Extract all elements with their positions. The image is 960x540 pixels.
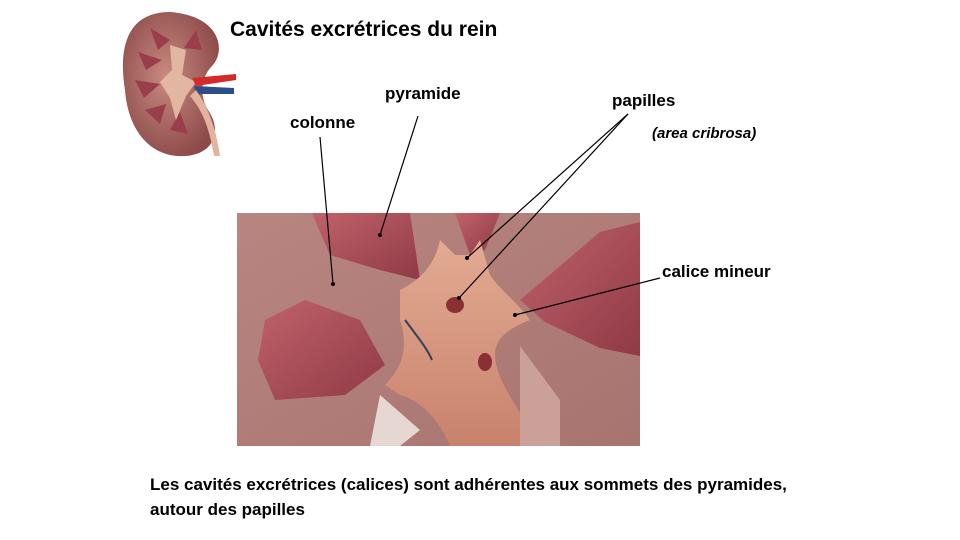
pointer-calice [514, 277, 661, 316]
label-pyramide: pyramide [385, 84, 461, 103]
label-area-cribrosa: (area cribrosa) [652, 125, 757, 142]
label-colonne: colonne [290, 113, 356, 132]
label-calice-mineur: calice mineur [662, 262, 771, 281]
label-papilles: papilles [612, 91, 676, 110]
pointer-colonne [319, 136, 334, 285]
pointer-pyramide [379, 115, 419, 236]
page-title: Cavités excrétrices du rein [230, 18, 498, 41]
caption: Les cavités excrétrices (calices) sont a… [150, 475, 787, 519]
pointer-papilles-2 [458, 113, 629, 299]
pointer-papilles-1 [466, 113, 629, 259]
